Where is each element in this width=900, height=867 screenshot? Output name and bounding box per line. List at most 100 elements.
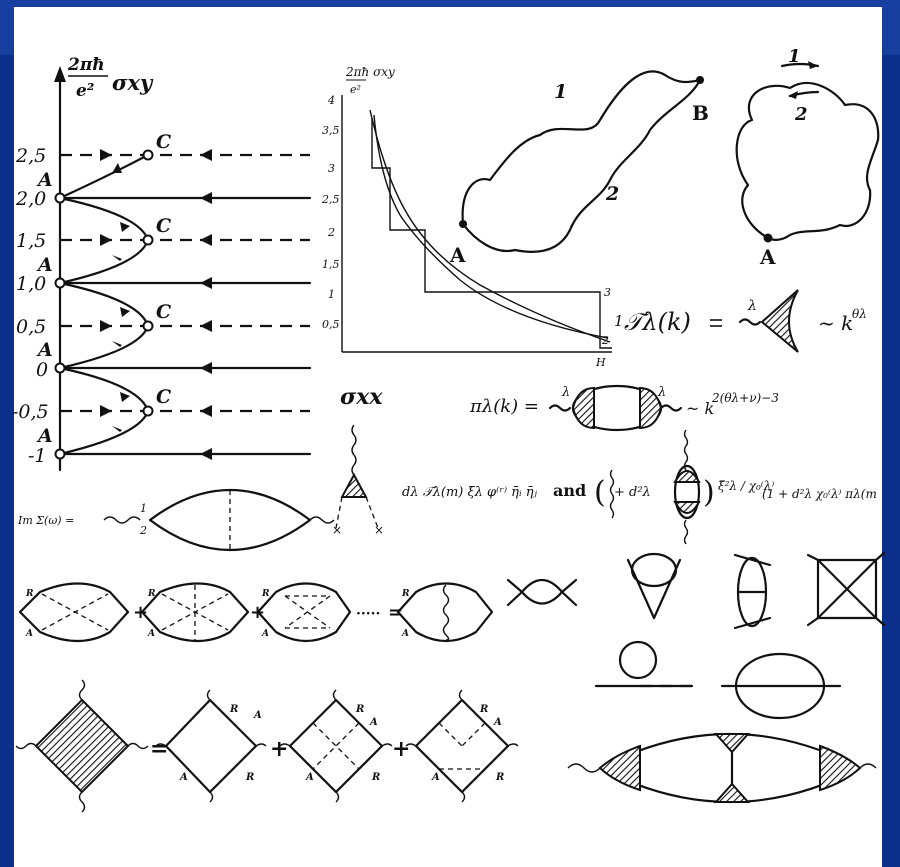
polarization-lambda: λ xyxy=(657,385,666,400)
vertex-power: ~ k xyxy=(818,311,853,335)
ladder-1 xyxy=(18,582,130,642)
box-3 xyxy=(414,698,510,794)
ladder-3 xyxy=(256,582,352,642)
staircase-steps xyxy=(371,118,612,349)
flow-tick: -0,5 xyxy=(12,401,49,423)
ladder-R: R xyxy=(147,589,156,599)
staircase-tick: 3 xyxy=(328,162,335,175)
vertex-prefix: 1 xyxy=(614,312,624,330)
self-energy-index: 1 xyxy=(140,502,147,515)
loop-label-A: A xyxy=(759,245,776,269)
polarization-power: ~ k xyxy=(686,399,714,418)
box-plus: + xyxy=(392,736,410,762)
polarization-lambda: λ xyxy=(561,385,570,400)
staircase-smooth-curve xyxy=(369,109,611,343)
self-energy-index: 2 xyxy=(139,524,147,537)
flow-ylabel-sym: σxy xyxy=(112,70,154,95)
box-shaded xyxy=(34,698,130,794)
staircase-curve-label: 3 xyxy=(604,286,611,299)
polarization-formula: πλ(k) = λ λ ~ k 2(θλ+ν)−3 xyxy=(469,384,779,432)
loop-point-A xyxy=(763,233,773,243)
path-1-label: 1 xyxy=(554,81,567,103)
staircase-plot: 2πħ σxy e² 4 3,5 3 2,5 2 1,5 1 0,5 H 3 2 xyxy=(321,65,612,369)
path-2 xyxy=(461,78,702,253)
vertex-shaded xyxy=(760,289,799,353)
flow-ylabel-num: 2πħ xyxy=(67,55,105,75)
flow-tick: -1 xyxy=(28,445,47,467)
ladder-2 xyxy=(140,582,250,642)
graph-fish xyxy=(626,558,682,620)
staircase-tick: 2 xyxy=(327,226,335,239)
box-R: R xyxy=(245,772,254,783)
svg-text:): ) xyxy=(703,475,715,510)
flow-tick: 2,5 xyxy=(15,145,46,167)
loop-label-2: 2 xyxy=(794,104,808,125)
vertex-formula: 1 𝒯λ(k) λ ~ k θλ xyxy=(614,289,867,353)
vertex-exponent: θλ xyxy=(852,307,867,321)
loop-label-1: 1 xyxy=(788,46,801,67)
point-A-marker xyxy=(459,220,467,228)
polarization-text: πλ(k) = xyxy=(469,396,539,417)
path-B-label: B xyxy=(692,101,709,125)
ladder-A: A xyxy=(401,629,409,639)
loop-curve xyxy=(735,82,880,241)
flow-point-C: C xyxy=(156,215,171,237)
flow-tick: 0,5 xyxy=(16,316,46,338)
staircase-tick: 4 xyxy=(327,94,335,107)
staircase-tick: 2,5 xyxy=(321,193,340,206)
ladder-diagrams: + + ····· = RA RA RA RA xyxy=(18,582,494,642)
sigma-xx-diagram: σxx ×× xyxy=(332,384,384,537)
flow-arrowheads xyxy=(100,149,212,460)
box-plus: + xyxy=(270,736,288,762)
box-R: R xyxy=(355,704,364,715)
path-A-label: A xyxy=(449,243,466,267)
box-R: R xyxy=(229,704,238,715)
staircase-ylabel-den: e² xyxy=(350,83,361,96)
vertex-wave xyxy=(738,318,762,326)
graph-square xyxy=(816,558,878,620)
flow-diagram: 2πħ e² σxy 2,5 2,0 1,5 1,0 0,5 0 -0,5 -1 xyxy=(12,55,312,472)
flow-point-A: A xyxy=(36,339,53,361)
ladder-dots: ····· xyxy=(356,606,380,622)
sigma-xx-wave xyxy=(351,424,357,476)
box-A: A xyxy=(493,717,502,728)
formula-part-4: (1 + d²λ χ₀⁽λ⁾ πλ(m xyxy=(762,487,877,501)
flow-tick: 1,5 xyxy=(16,230,46,252)
flow-tick: 0 xyxy=(36,359,48,381)
self-energy-label: Im Σ(ω) = xyxy=(17,514,74,527)
staircase-tick: 0,5 xyxy=(322,318,340,331)
box-R: R xyxy=(479,704,488,715)
staircase-tick: 1,5 xyxy=(322,258,340,271)
long-formula: dλ 𝒯λ(m) ξ̄λ φ⁽ʳ⁾ η̄ᵢ η̄ⱼ and ( + d²λ ) … xyxy=(402,429,877,545)
formula-bubble xyxy=(673,464,701,520)
vertex-lambda: λ xyxy=(747,298,757,314)
flow-tick: 1,0 xyxy=(16,273,46,295)
ladder-A: A xyxy=(25,629,33,639)
paths-AB: 1 2 A B xyxy=(449,70,709,267)
formula-paren: ( xyxy=(594,475,606,510)
box-A: A xyxy=(253,710,262,721)
box-A: A xyxy=(369,717,378,728)
box-2 xyxy=(288,698,384,794)
polarization-exponent: 2(θλ+ν)−3 xyxy=(711,391,779,405)
box-A: A xyxy=(305,772,314,783)
formula-part-3: ξ̄²λ / χ₀⁽λ⁾ xyxy=(718,479,774,493)
box-A: A xyxy=(179,772,188,783)
flow-point-A: A xyxy=(36,425,53,447)
flow-ylabel: 2πħ e² σxy xyxy=(67,55,154,101)
self-energy-diagram: Im Σ(ω) = 1 2 xyxy=(17,488,335,552)
formula-and: and xyxy=(553,481,586,500)
closed-loop: 1 2 A xyxy=(735,46,880,269)
ladder-plus: + xyxy=(133,602,148,623)
ladder-R: R xyxy=(25,589,34,599)
feynman-graphs xyxy=(506,551,886,720)
staircase-ylabel: 2πħ σxy xyxy=(345,65,395,79)
flow-point-C: C xyxy=(156,131,171,153)
flow-tick: 2,0 xyxy=(15,188,46,210)
flow-point-A: A xyxy=(36,254,53,276)
flow-point-A: A xyxy=(36,169,53,191)
box-R: R xyxy=(495,772,504,783)
ladder-equals: = xyxy=(388,602,403,623)
